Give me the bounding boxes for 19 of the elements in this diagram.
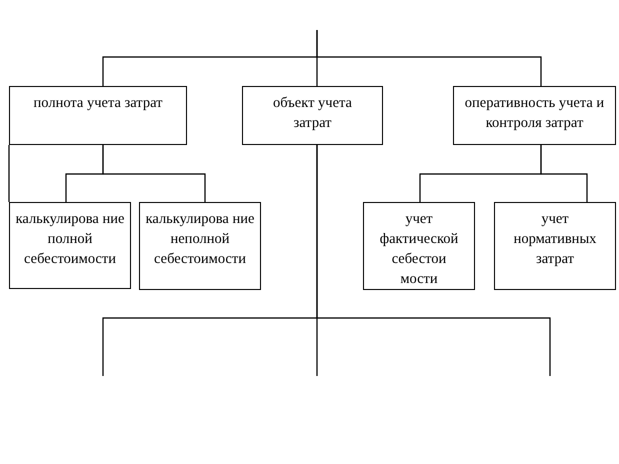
connector-line [316, 145, 551, 376]
box-label: объект учета затрат [272, 94, 353, 133]
text-box [9, 202, 131, 289]
box-label: учет нормативных затрат [512, 210, 598, 269]
text-box [9, 86, 187, 145]
connector-line [8, 145, 10, 202]
box-label: калькулирова ние неполной себестоимости [144, 210, 256, 269]
connector-line [102, 145, 206, 202]
connector-line [540, 145, 588, 202]
box-label: калькулирова ние полной себестоимости [14, 210, 126, 269]
connector-line [316, 30, 542, 86]
text-box [494, 202, 616, 290]
box-label: учет фактической себестои мости [378, 210, 460, 289]
box-label: полнота учета затрат [32, 94, 164, 113]
text-box [363, 202, 475, 290]
box-label: оперативность учета и контроля затрат [464, 94, 606, 133]
text-box [242, 86, 383, 145]
text-box [453, 86, 616, 145]
text-box [139, 202, 261, 290]
